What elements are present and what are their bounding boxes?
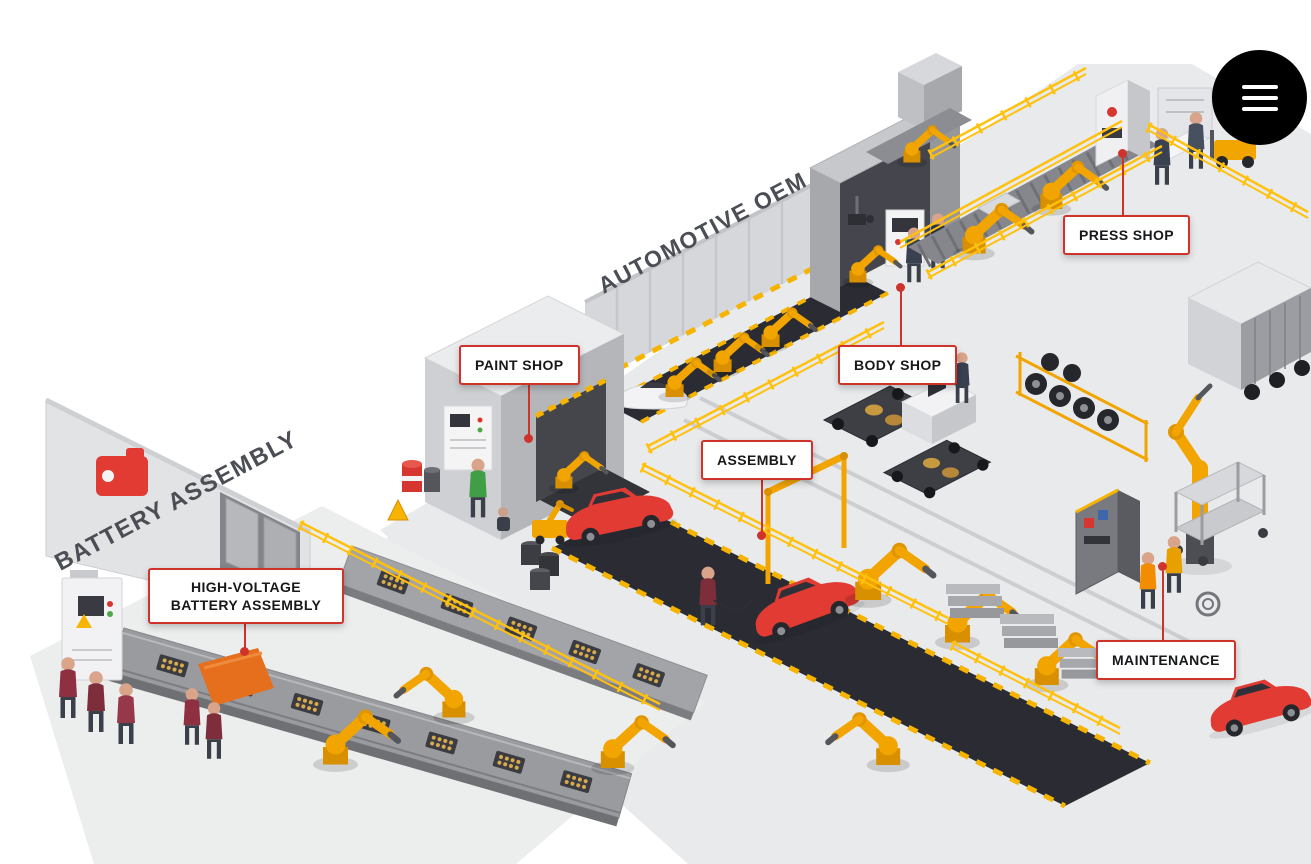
tool-cable [713, 599, 753, 611]
callout-body-shop-dot[interactable] [896, 283, 905, 292]
callout-press-shop-label: PRESS SHOP [1079, 227, 1175, 243]
callout-paint-shop-label: PAINT SHOP [475, 357, 564, 373]
callout-assembly[interactable]: ASSEMBLY [701, 440, 813, 481]
callout-paint-shop[interactable]: PAINT SHOP [459, 345, 580, 386]
cable-coil [1195, 591, 1221, 617]
menu-button[interactable] [1212, 50, 1307, 145]
orange-ramp [198, 648, 274, 706]
shelf-cart [1173, 461, 1268, 566]
callout-press-shop-dot[interactable] [1118, 149, 1127, 158]
callout-high-voltage-battery-assembly-dot[interactable] [240, 647, 249, 656]
maintenance-cabinet [1075, 488, 1140, 595]
callout-high-voltage-battery-assembly-connector [244, 618, 246, 648]
callout-body-shop-connector [900, 291, 902, 345]
callout-maintenance-dot[interactable] [1158, 562, 1167, 571]
hamburger-icon [1241, 81, 1278, 114]
mobile-robot [532, 500, 574, 545]
callout-body-shop[interactable]: BODY SHOP [838, 345, 958, 386]
callout-assembly-label: ASSEMBLY [717, 452, 797, 468]
callout-maintenance-label: MAINTENANCE [1112, 652, 1220, 668]
callout-press-shop[interactable]: PRESS SHOP [1063, 215, 1191, 256]
callout-maintenance-connector [1162, 571, 1164, 640]
callout-maintenance[interactable]: MAINTENANCE [1096, 640, 1236, 681]
callout-high-voltage-battery-assembly-label: HIGH-VOLTAGE BATTERY ASSEMBLY [170, 579, 322, 614]
callout-press-shop-connector [1122, 158, 1124, 215]
pallet-stack [946, 584, 1004, 618]
callout-body-shop-label: BODY SHOP [854, 357, 942, 373]
callout-assembly-dot[interactable] [757, 531, 766, 540]
tire-rack [1015, 352, 1149, 462]
pallet-stack [1000, 614, 1058, 648]
callout-high-voltage-battery-assembly[interactable]: HIGH-VOLTAGE BATTERY ASSEMBLY [148, 568, 344, 625]
callout-paint-shop-dot[interactable] [524, 434, 533, 443]
callout-assembly-connector [761, 474, 763, 532]
truck [1186, 261, 1311, 400]
battery-line-machine [61, 570, 123, 681]
cable-coil-inner [1202, 598, 1214, 610]
callout-paint-shop-connector [528, 380, 530, 435]
